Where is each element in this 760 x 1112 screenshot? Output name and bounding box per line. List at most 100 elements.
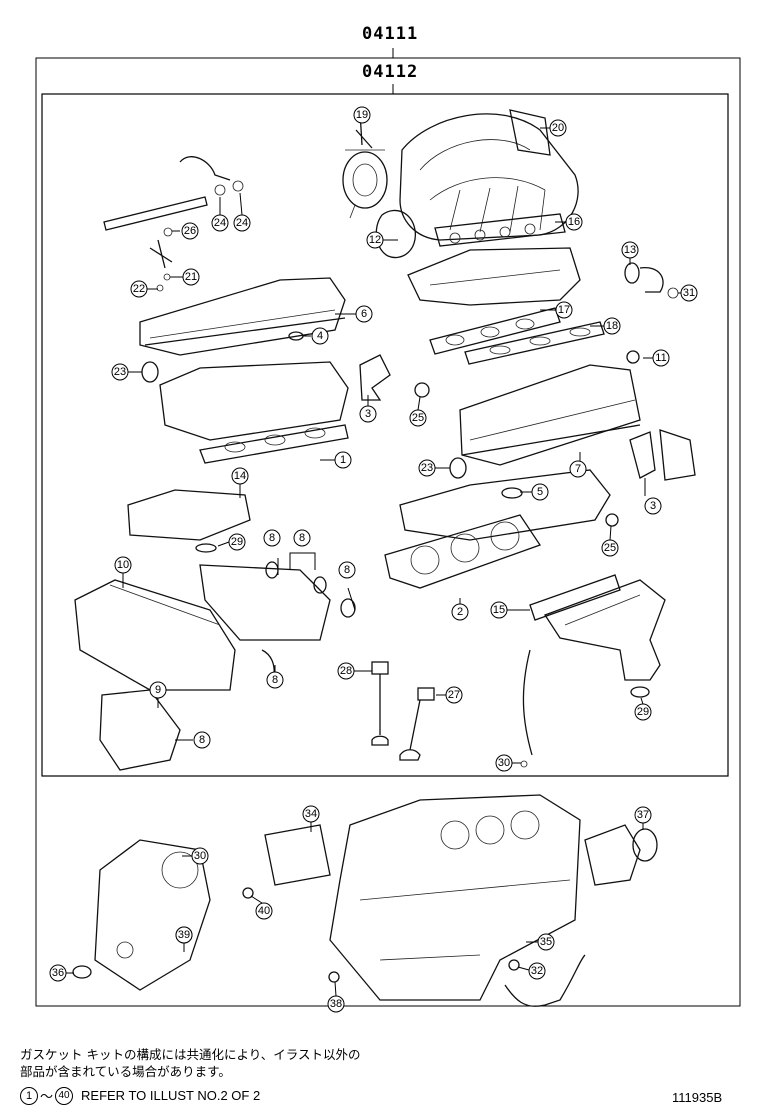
intake-manifold-drawing: [399, 113, 579, 241]
svg-text:8: 8: [344, 564, 350, 576]
svg-text:23: 23: [421, 462, 433, 474]
callout-32: 32: [528, 962, 546, 980]
gasket-3-left-drawing: [359, 354, 391, 401]
callout-16: 16: [565, 213, 583, 231]
throttle-body-drawing: [342, 149, 388, 219]
range-separator: ～: [40, 1089, 54, 1104]
svg-text:25: 25: [412, 412, 424, 424]
callout-38: 38: [327, 995, 345, 1013]
ring-30-drawing: [520, 760, 528, 768]
gasket-12-drawing: [375, 209, 416, 259]
svg-text:2: 2: [457, 606, 463, 618]
callout-18: 18: [603, 317, 621, 335]
callout-11: 11: [652, 349, 670, 367]
svg-text:37: 37: [637, 809, 649, 821]
svg-text:14: 14: [234, 470, 246, 482]
inner-kit-box: [41, 93, 729, 777]
svg-text:32: 32: [531, 965, 543, 977]
cylinder-head-left-drawing: [159, 361, 349, 441]
svg-text:40: 40: [258, 905, 270, 917]
rear-plate-37-drawing: [584, 824, 641, 886]
svg-text:39: 39: [178, 929, 190, 941]
timing-cover-drawing: [74, 564, 331, 691]
plug-25b-drawing: [605, 513, 619, 527]
footer-reference: 1 ～ 40 REFER TO ILLUST NO.2 OF 2: [20, 1086, 260, 1105]
svg-text:8: 8: [269, 532, 275, 544]
gasket-20-drawing: [509, 109, 551, 156]
svg-text:13: 13: [624, 244, 636, 256]
callout-24a: 24: [211, 214, 229, 232]
svg-text:8: 8: [199, 734, 205, 746]
callout-21: 21: [182, 268, 200, 286]
inner-kit-code: 04112: [362, 62, 419, 82]
callout-30b: 30: [191, 847, 209, 865]
svg-text:23: 23: [114, 366, 126, 378]
gasket-17-drawing: [429, 307, 561, 355]
gasket-3-right-drawing: [629, 431, 656, 479]
callout-12: 12: [366, 231, 384, 249]
callout-2: 2: [451, 603, 469, 621]
callout-3b: 3: [644, 497, 662, 515]
svg-text:19: 19: [356, 109, 368, 121]
callout-15: 15: [490, 601, 508, 619]
callout-35: 35: [537, 933, 555, 951]
svg-text:25: 25: [604, 542, 616, 554]
callout-8a: 8: [263, 529, 281, 547]
svg-text:27: 27: [448, 689, 460, 701]
svg-text:8: 8: [272, 674, 278, 686]
callout-34: 34: [302, 805, 320, 823]
kit-note-line-1: ガスケット キットの構成には共通化により、イラスト以外の: [20, 1047, 361, 1062]
svg-text:17: 17: [558, 304, 570, 316]
bracket-drawing: [659, 429, 696, 481]
svg-text:34: 34: [305, 808, 317, 820]
head-gasket-2-drawing: [384, 514, 542, 589]
callout-27: 27: [445, 686, 463, 704]
callout-25b: 25: [601, 539, 619, 557]
svg-text:22: 22: [133, 283, 145, 295]
svg-text:1: 1: [340, 454, 346, 466]
oil-seal-36-drawing: [72, 965, 92, 979]
svg-text:35: 35: [540, 936, 552, 948]
callout-40: 40: [255, 902, 273, 920]
callout-10: 10: [114, 556, 132, 574]
svg-text:6: 6: [361, 308, 367, 320]
oil-seal-37-drawing: [632, 828, 658, 862]
svg-text:31: 31: [683, 287, 695, 299]
callout-39: 39: [175, 926, 193, 944]
svg-text:10: 10: [117, 559, 129, 571]
svg-text:18: 18: [606, 320, 618, 332]
kit-note: ガスケット キットの構成には共通化により、イラスト以外の 部品が含まれている場合…: [20, 1046, 360, 1080]
seal-8-drawing: [261, 649, 275, 676]
water-pump-34-drawing: [264, 824, 331, 886]
callout-20: 20: [549, 119, 567, 137]
svg-text:15: 15: [493, 604, 505, 616]
svg-text:29: 29: [637, 706, 649, 718]
svg-text:29: 29: [231, 536, 243, 548]
svg-text:8: 8: [299, 532, 305, 544]
callout-8c: 8: [338, 561, 356, 579]
callout-23a: 23: [111, 363, 129, 381]
callout-31: 31: [680, 284, 698, 302]
oil-seal-23-left-drawing: [141, 361, 159, 383]
oil-seal-8b-drawing: [313, 576, 327, 594]
svg-text:3: 3: [650, 500, 656, 512]
callout-14: 14: [231, 467, 249, 485]
callout-23b: 23: [418, 459, 436, 477]
engine-block-drawing: [329, 794, 581, 1001]
callout-8e: 8: [193, 731, 211, 749]
gasket-1-drawing: [199, 424, 349, 464]
cylinder-head-right-drawing: [399, 469, 611, 541]
svg-text:11: 11: [655, 352, 666, 364]
gasket-18-drawing: [464, 321, 605, 365]
ring-38-drawing: [328, 971, 340, 983]
callout-7: 7: [569, 460, 587, 478]
callout-4: 4: [311, 327, 329, 345]
ring-29-drawing: [195, 543, 217, 553]
reference-text: REFER TO ILLUST NO.2 OF 2: [81, 1088, 261, 1103]
range-end-badge: 40: [55, 1086, 74, 1105]
svg-text:21: 21: [185, 271, 197, 283]
head-cover-right-drawing: [459, 350, 641, 499]
callout-24b: 24: [233, 214, 251, 232]
callout-5: 5: [531, 483, 549, 501]
